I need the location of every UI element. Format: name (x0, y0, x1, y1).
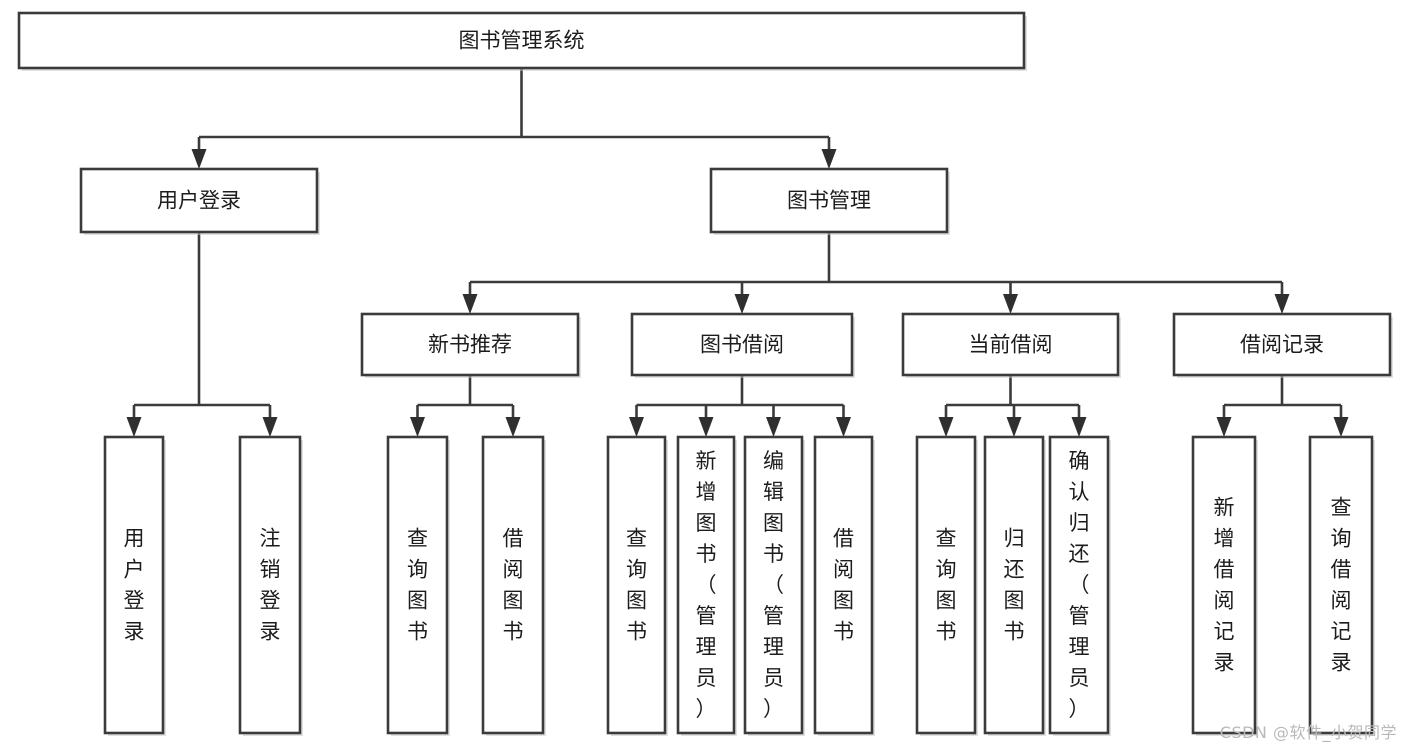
node-label: 当前借阅 (969, 333, 1053, 357)
node-border (901, 312, 1120, 377)
node-border (1048, 435, 1110, 735)
node-root[interactable]: 图书管理系统 (17, 11, 1027, 71)
arrow-head-icon (126, 417, 142, 437)
node-label: 用户登录 (157, 189, 241, 213)
node-label: 查询借阅记录 (1331, 496, 1352, 675)
arrow-head-icon (1071, 417, 1087, 437)
node-border (606, 435, 667, 735)
node-border (386, 435, 449, 735)
node-leaf-bb-borrow[interactable]: 借阅图书 (813, 435, 875, 736)
arrow-head-icon (262, 417, 278, 437)
node-leaf-bb-query[interactable]: 查询图书 (606, 435, 668, 736)
arrow-head-icon (191, 149, 207, 169)
node-leaf-nb-borrow[interactable]: 借阅图书 (481, 435, 546, 736)
node-label: 归还图书 (1004, 527, 1025, 644)
arrow-head-icon (836, 417, 851, 437)
node-leaf-cb-query[interactable]: 查询图书 (915, 435, 978, 736)
arrow-head-icon (505, 417, 521, 437)
arrow-head-icon (410, 417, 425, 437)
node-label: 查询图书 (407, 527, 428, 644)
node-label: 新书推荐 (428, 333, 512, 357)
node-leaf-br-query[interactable]: 查询借阅记录 (1308, 435, 1375, 736)
arrow-head-icon (821, 149, 837, 169)
node-label: 借阅图书 (503, 527, 524, 644)
arrow-head-icon (766, 417, 781, 437)
node-border (17, 11, 1026, 70)
node-borrow-record[interactable]: 借阅记录 (1172, 312, 1393, 378)
node-border (813, 435, 874, 735)
arrow-head-icon (1216, 417, 1232, 437)
watermark-label: CSDN @软件_小贺同学 (1219, 723, 1397, 742)
arrow-head-icon (1274, 294, 1290, 314)
node-border (709, 167, 949, 234)
node-border (1172, 312, 1392, 377)
arrow-head-icon (462, 294, 478, 314)
node-layer: 图书管理系统用户登录图书管理新书推荐图书借阅当前借阅借阅记录用户登录注销登录查询… (17, 11, 1393, 736)
node-border (915, 435, 977, 735)
node-label: 借阅图书 (833, 527, 854, 644)
node-label: 图书管理系统 (459, 29, 585, 53)
node-label: 新增借阅记录 (1214, 496, 1235, 675)
node-border (1308, 435, 1374, 735)
connector-layer (126, 68, 1349, 437)
node-label: 注销登录 (260, 527, 281, 644)
node-book-manage[interactable]: 图书管理 (709, 167, 950, 235)
node-leaf-cb-confirm[interactable]: 确认归还（管理员） (1048, 435, 1111, 736)
node-label: 编辑图书（管理员） (763, 449, 784, 721)
arrow-head-icon (1006, 417, 1022, 437)
node-border (743, 435, 804, 735)
arrow-head-icon (698, 417, 714, 437)
node-border (79, 167, 319, 234)
node-label: 查询图书 (936, 527, 957, 644)
node-leaf-logout[interactable]: 注销登录 (238, 435, 303, 736)
node-leaf-nb-query[interactable]: 查询图书 (386, 435, 450, 736)
node-border (481, 435, 545, 735)
node-leaf-br-add[interactable]: 新增借阅记录 (1191, 435, 1258, 736)
node-border (676, 435, 736, 735)
node-border (238, 435, 302, 735)
node-label: 图书借阅 (700, 333, 784, 357)
node-label: 借阅记录 (1240, 333, 1324, 357)
node-label: 查询图书 (626, 527, 647, 644)
node-current-borrow[interactable]: 当前借阅 (901, 312, 1121, 378)
node-user-login[interactable]: 用户登录 (79, 167, 320, 235)
node-book-borrow[interactable]: 图书借阅 (630, 312, 855, 378)
node-border (983, 435, 1045, 735)
node-label: 新增图书（管理员） (696, 449, 717, 721)
node-border (103, 435, 165, 735)
node-border (360, 312, 580, 377)
arrow-head-icon (1003, 294, 1018, 314)
node-label: 确认归还（管理员） (1069, 449, 1090, 721)
node-border (1191, 435, 1257, 735)
node-new-book-rec[interactable]: 新书推荐 (360, 312, 581, 378)
node-leaf-bb-add[interactable]: 新增图书（管理员） (676, 435, 737, 736)
node-leaf-user-login[interactable]: 用户登录 (103, 435, 166, 736)
arrow-head-icon (629, 417, 644, 437)
node-leaf-cb-return[interactable]: 归还图书 (983, 435, 1046, 736)
arrow-head-icon (734, 294, 750, 314)
node-label: 用户登录 (124, 527, 145, 644)
arrow-head-icon (1333, 417, 1349, 437)
node-leaf-bb-edit[interactable]: 编辑图书（管理员） (743, 435, 805, 736)
node-label: 图书管理 (787, 189, 871, 213)
node-border (630, 312, 854, 377)
arrow-head-icon (938, 417, 954, 437)
